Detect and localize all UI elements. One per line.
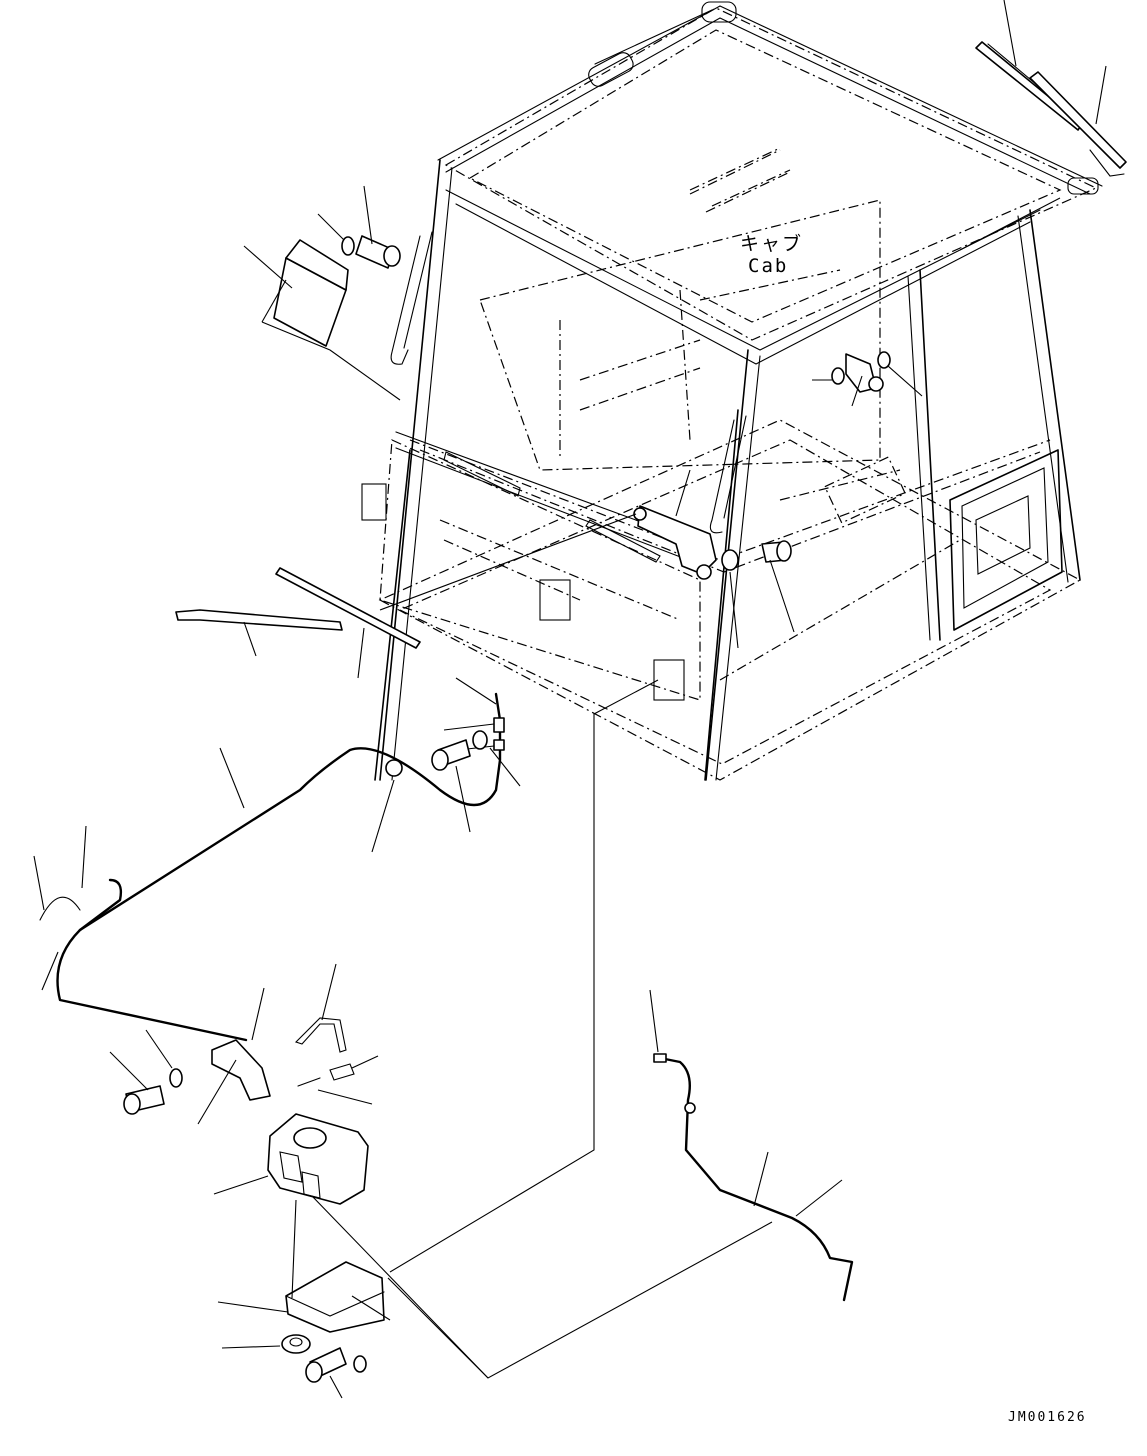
mounting-bracket-upper <box>243 239 401 401</box>
tank-lower-bracket <box>217 1199 391 1333</box>
bolt-upper-left <box>355 185 401 269</box>
bolt-tank-left <box>109 1051 165 1115</box>
front-wiper-motor <box>379 469 717 611</box>
rear-wiper-arm <box>1029 65 1127 177</box>
drawing-code: JM001626 <box>1008 1410 1087 1425</box>
cab-frame <box>361 1 1103 781</box>
cab-label-english: Cab <box>748 255 789 277</box>
roof-marking <box>689 149 791 213</box>
bolt-front-motor <box>761 540 795 633</box>
connector-lines <box>311 197 1061 1379</box>
bolt-lower <box>305 1347 367 1399</box>
bolt-hose-clamp <box>431 730 521 833</box>
washer-hose-front <box>33 692 502 1042</box>
washer-upper-left <box>317 213 355 256</box>
hose-joints <box>439 677 505 753</box>
cab-roof-inner <box>468 29 1062 323</box>
tank-stay-clip <box>294 963 379 1105</box>
washer-hose-rear <box>649 989 854 1302</box>
tank-mount-plate <box>197 987 271 1125</box>
rear-wiper-motor <box>812 351 923 407</box>
cab-label-japanese: キャブ <box>740 233 804 255</box>
front-wiper-arm <box>175 609 343 657</box>
washer-front-motor <box>721 549 739 649</box>
washer-tank-left <box>145 1029 183 1088</box>
cab-roof-outline <box>444 7 1098 341</box>
washer-tank <box>213 1113 369 1205</box>
front-wiper-blade <box>275 567 421 679</box>
flange-nut <box>221 1334 311 1354</box>
